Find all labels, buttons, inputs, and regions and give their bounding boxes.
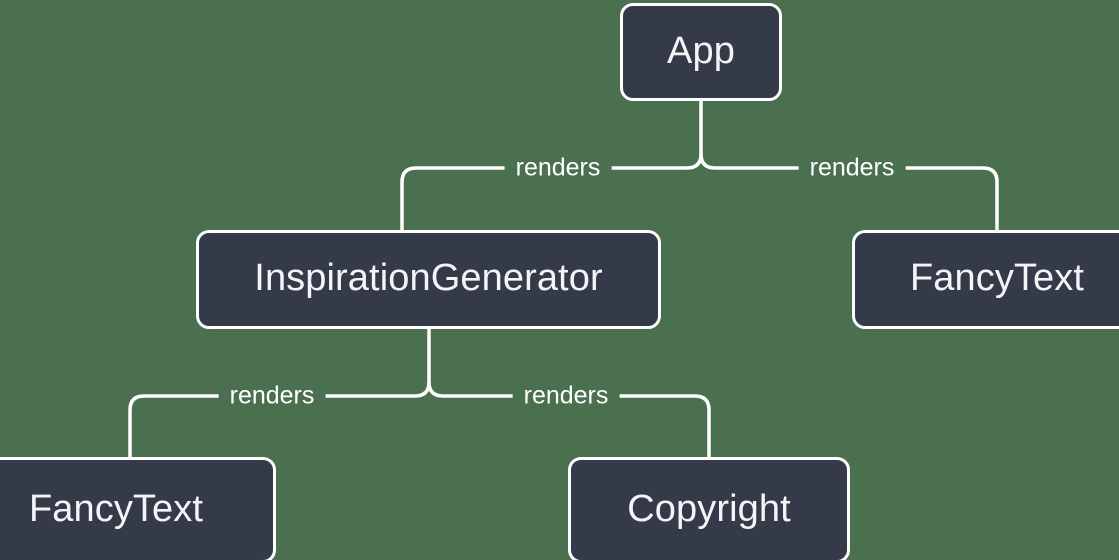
node-inspirationgenerator[interactable]: InspirationGenerator [196, 230, 661, 329]
edge-label-app-to-inspirationgenerator: renders [504, 155, 612, 181]
edge-label-inspirationgenerator-to-fancytext: renders [218, 383, 326, 409]
node-fancytext-right[interactable]: FancyText [852, 230, 1119, 329]
node-copyright[interactable]: Copyright [568, 457, 850, 560]
edge-app-to-inspgen [400, 153, 703, 230]
node-fancytext-left[interactable]: FancyText [0, 457, 276, 560]
node-copyright-label: Copyright [627, 487, 791, 530]
node-app[interactable]: App [620, 3, 782, 101]
node-inspirationgenerator-label: InspirationGenerator [254, 257, 603, 299]
edge-label-app-to-fancytext: renders [798, 155, 906, 181]
edge-inspgen-to-copyright [427, 381, 711, 457]
node-fancytext-right-label: FancyText [909, 257, 1085, 299]
edge-inspgen-to-fancy-left [128, 381, 431, 457]
node-app-label: App [667, 29, 735, 72]
edge-label-inspirationgenerator-to-copyright: renders [512, 383, 620, 409]
node-fancytext-left-label: FancyText [28, 487, 204, 530]
edge-app-to-fancy-right [699, 153, 999, 230]
